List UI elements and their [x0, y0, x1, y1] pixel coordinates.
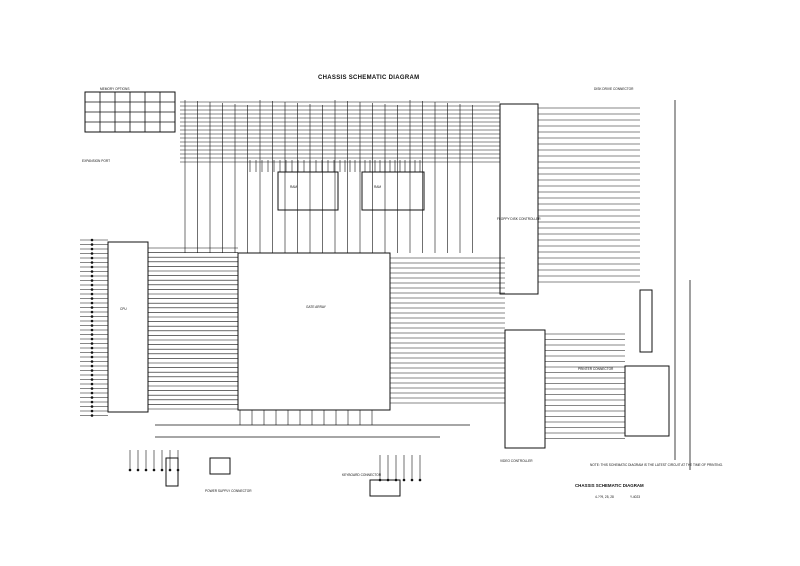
wire-network: [80, 100, 691, 482]
floppy-controller-chip: FLOPPY DISK CONTROLLER: [497, 103, 541, 295]
video-controller-label: VIDEO CONTROLLER: [500, 459, 533, 463]
printer-connector-label: PRINTER CONNECTOR: [578, 367, 614, 371]
diagram-title: CHASSIS SCHEMATIC DIAGRAM: [318, 75, 419, 81]
footer-title: CHASSIS SCHEMATIC DIAGRAM: [575, 483, 644, 488]
memory-options-table: MEMORY OPTIONS: [84, 87, 176, 133]
ram-upper-label: RAM: [290, 185, 297, 189]
video-controller-chip: VIDEO CONTROLLER: [500, 329, 546, 463]
floppy-label: FLOPPY DISK CONTROLLER: [497, 217, 541, 221]
keyboard-connector-label: KEYBOARD CONNECTOR: [342, 473, 382, 477]
ram-bank-lower: RAM: [361, 171, 425, 211]
ram-bank-upper: RAM: [277, 171, 339, 211]
cpu-chip: CPU: [107, 241, 149, 413]
gate-array-chip: GATE ARRAY: [237, 252, 391, 411]
cpu-label: CPU: [120, 307, 127, 311]
keyboard-connector-block: KEYBOARD CONNECTOR: [342, 473, 401, 497]
expansion-port-label: EXPANSION PORT: [82, 159, 110, 163]
footer-ref: 4-??9, 25, 28: [595, 495, 614, 499]
disk-connector-label: DISK DRIVE CONNECTOR: [594, 87, 634, 91]
memory-table-label: MEMORY OPTIONS: [100, 87, 129, 91]
schematic-note: NOTE: THIS SCHEMATIC DIAGRAM IS THE LATE…: [590, 463, 723, 467]
printer-connector-block: PRINTER CONNECTOR: [578, 365, 670, 437]
power-connector-label: POWER SUPPLY CONNECTOR: [205, 489, 252, 493]
disk-drive-connector-block: DISK DRIVE CONNECTOR: [594, 87, 653, 353]
footer-code: Y-4023: [630, 495, 640, 499]
power-connector-block: POWER SUPPLY CONNECTOR: [165, 457, 252, 493]
gate-array-label: GATE ARRAY: [306, 305, 327, 309]
ram-lower-label: RAM: [374, 185, 381, 189]
